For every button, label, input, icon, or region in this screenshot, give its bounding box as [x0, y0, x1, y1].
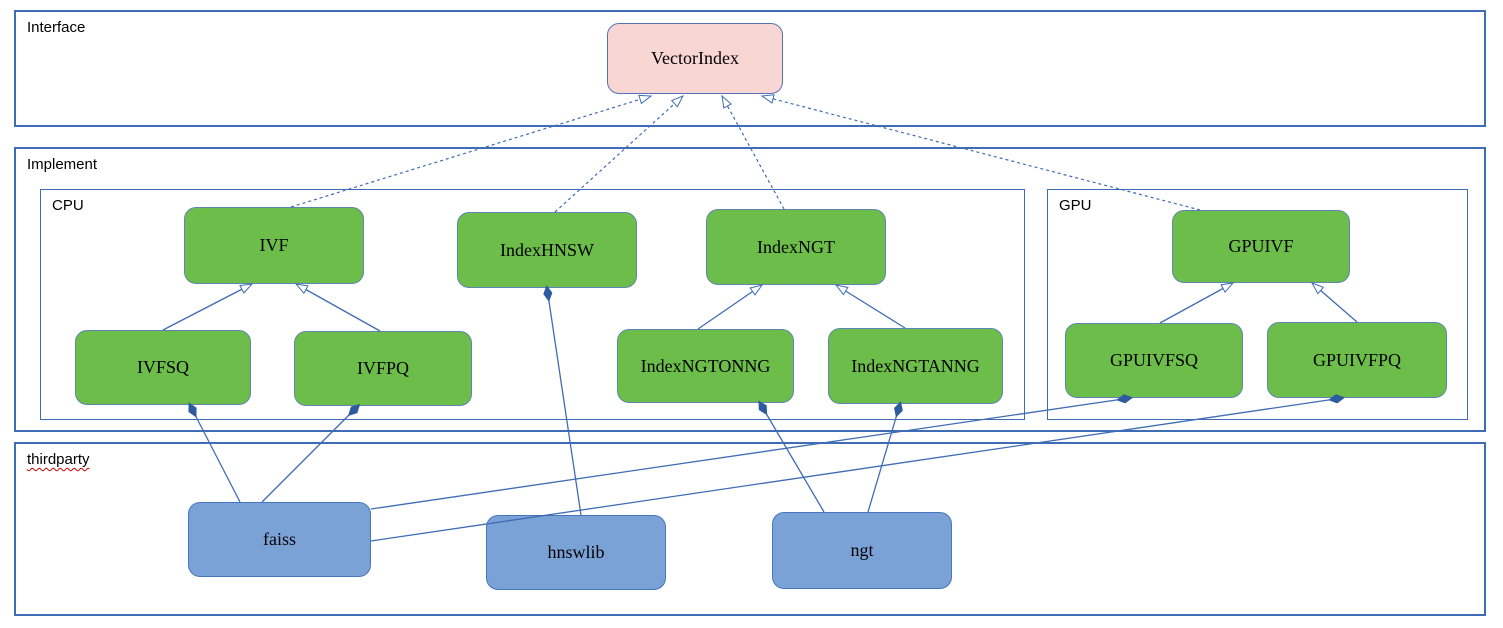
node-ivfsq: IVFSQ	[75, 330, 251, 405]
node-gpuivfsq: GPUIVFSQ	[1065, 323, 1243, 398]
node-ngt: ngt	[772, 512, 952, 589]
node-gpuivfpq: GPUIVFPQ	[1267, 322, 1447, 398]
node-ivfpq: IVFPQ	[294, 331, 472, 406]
node-hnswlib: hnswlib	[486, 515, 666, 590]
container-gpu-label: GPU	[1059, 197, 1092, 214]
node-indexngt: IndexNGT	[706, 209, 886, 285]
container-implement-label: Implement	[27, 156, 98, 173]
node-indexngtonng: IndexNGTONNG	[617, 329, 794, 403]
container-cpu-label: CPU	[52, 197, 84, 214]
container-thirdparty-label: thirdparty	[27, 451, 90, 468]
node-indexhnsw: IndexHNSW	[457, 212, 637, 288]
node-vectorindex: VectorIndex	[607, 23, 783, 94]
node-gpuivf: GPUIVF	[1172, 210, 1350, 283]
node-indexngtanng: IndexNGTANNG	[828, 328, 1003, 404]
node-ivf: IVF	[184, 207, 364, 284]
node-faiss: faiss	[188, 502, 371, 577]
container-interface-label: Interface	[27, 19, 86, 36]
